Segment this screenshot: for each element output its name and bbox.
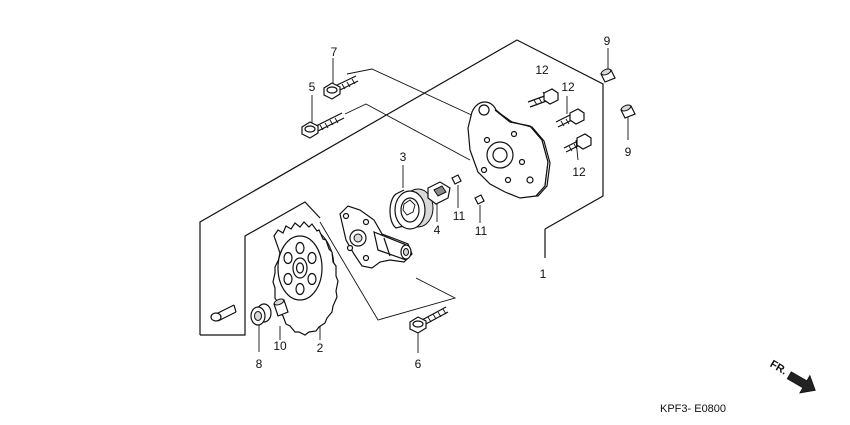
inner-rotor-part-4 — [427, 181, 451, 205]
bolt-part-12-middle — [555, 108, 585, 128]
pump-cover-plate — [467, 101, 551, 199]
dowel-pin-part-9-bottom — [620, 104, 636, 119]
callout-11-lower: 11 — [475, 224, 488, 238]
bolt-part-12-bottom — [563, 133, 592, 153]
driven-gear-part-2 — [272, 221, 339, 336]
callout-12-top: 12 — [535, 63, 549, 77]
callout-6: 6 — [415, 357, 422, 371]
callout-10: 10 — [273, 339, 287, 353]
callout-5: 5 — [309, 80, 316, 94]
pin-part-10 — [273, 298, 289, 317]
shaft-bolt-lower-left — [210, 304, 237, 322]
callout-12-bottom: 12 — [572, 165, 586, 179]
assembly-outline — [199, 39, 604, 336]
pump-body — [339, 205, 413, 269]
callout-7: 7 — [331, 45, 338, 59]
callout-9-top: 9 — [604, 34, 611, 48]
callout-8: 8 — [256, 357, 263, 371]
figure-code: KPF3- E0800 — [660, 403, 726, 415]
bolt-part-12-top — [527, 88, 559, 108]
front-direction-indicator: FR. — [768, 358, 816, 394]
collar-part-8 — [250, 303, 272, 326]
callout-3: 3 — [400, 150, 407, 164]
bolt-part-7 — [323, 75, 359, 100]
front-arrow-icon — [786, 371, 816, 394]
callout-4: 4 — [434, 223, 441, 237]
callout-9-bottom: 9 — [625, 145, 632, 159]
bolt-part-5 — [301, 112, 345, 139]
callout-12-middle: 12 — [561, 80, 575, 94]
outer-rotor-part-3 — [389, 188, 434, 230]
callout-11-upper: 11 — [453, 209, 466, 223]
bolt-part-6 — [409, 306, 449, 334]
pin-part-11-lower — [474, 194, 485, 205]
callout-2: 2 — [317, 341, 324, 355]
front-direction-label: FR. — [768, 358, 789, 377]
callout-labels: 1 2 3 4 5 6 7 8 9 9 10 11 11 12 12 12 — [256, 34, 632, 371]
pin-part-11-upper — [451, 174, 462, 185]
dowel-pin-part-9-top — [600, 68, 616, 83]
callout-1: 1 — [540, 267, 547, 281]
